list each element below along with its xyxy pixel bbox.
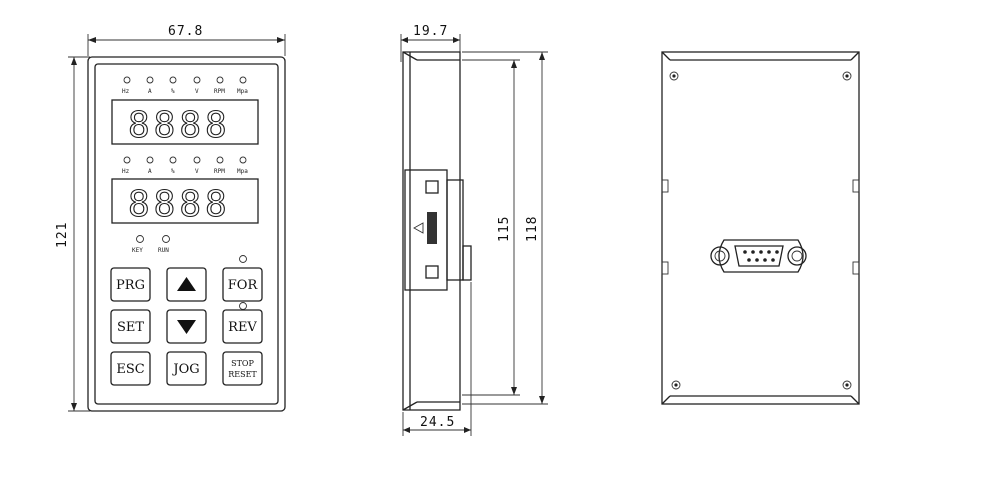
- ind2-pct: %: [171, 168, 175, 175]
- prg-button[interactable]: PRG: [110, 267, 151, 302]
- display-bottom: [111, 178, 259, 224]
- rear-screw-tr: [842, 71, 852, 81]
- display-bottom-digits: 8888: [128, 184, 231, 225]
- esc-button[interactable]: ESC: [110, 351, 151, 386]
- key-led-label: KEY: [132, 247, 143, 254]
- arrow-left: [88, 37, 96, 43]
- ind2-rpm: RPM: [214, 168, 225, 175]
- down-button[interactable]: [166, 309, 207, 344]
- set-label: SET: [117, 320, 144, 335]
- ind1-pct: %: [171, 88, 175, 95]
- front-view: 67.8 121 Hz A % V RPM Mpa 8888: [55, 24, 286, 412]
- up-button[interactable]: [166, 267, 207, 302]
- jog-button[interactable]: JOG: [166, 351, 207, 386]
- side-connector: [427, 212, 437, 244]
- stop-label: STOP: [231, 359, 254, 368]
- set-button[interactable]: SET: [110, 309, 151, 344]
- for-led: [239, 255, 247, 263]
- up-arrow-icon: [177, 277, 196, 291]
- side-body: [402, 51, 461, 411]
- front-height-label: 121: [55, 222, 70, 248]
- ind2-hz: Hz: [122, 168, 130, 175]
- run-led: [162, 235, 170, 243]
- clip-square-top: [425, 180, 439, 194]
- rear-screw-bl: [671, 380, 681, 390]
- run-led-label: RUN: [158, 247, 169, 254]
- for-button[interactable]: FOR: [222, 267, 263, 302]
- arrow-down: [71, 403, 77, 411]
- rev-button[interactable]: REV: [222, 309, 263, 344]
- ind1-mpa: Mpa: [237, 88, 248, 95]
- arrow-right: [277, 37, 285, 43]
- ind1-a: A: [148, 88, 152, 95]
- arrow-up: [71, 57, 77, 65]
- ind2-v: V: [195, 168, 199, 175]
- rev-label: REV: [228, 320, 257, 335]
- side-inner-dim-label: 115: [497, 216, 512, 242]
- key-led: [136, 235, 144, 243]
- side-arrow-icon: [413, 222, 424, 234]
- front-width-label: 67.8: [168, 24, 203, 39]
- ind2-a: A: [148, 168, 152, 175]
- stop-reset-button[interactable]: STOP RESET: [222, 351, 263, 386]
- front-outer-frame: [87, 56, 286, 412]
- prg-label: PRG: [116, 278, 145, 293]
- jog-label: JOG: [171, 362, 199, 377]
- esc-label: ESC: [116, 362, 144, 377]
- db9-connector: [710, 239, 807, 273]
- side-top-dim-label: 19.7: [413, 24, 448, 39]
- ind1-v: V: [195, 88, 199, 95]
- rear-body: [661, 51, 860, 405]
- indicator-row-2: Hz A % V RPM Mpa: [122, 156, 248, 175]
- rear-screw-br: [842, 380, 852, 390]
- side-bottom-dim-label: 24.5: [420, 415, 455, 430]
- reset-label: RESET: [228, 370, 257, 379]
- ind1-hz: Hz: [122, 88, 130, 95]
- indicator-row-1: Hz A % V RPM Mpa: [122, 76, 248, 95]
- side-view: 19.7 115 118 24.5: [400, 24, 548, 436]
- clip-square-bottom: [425, 265, 439, 279]
- down-arrow-icon: [177, 320, 196, 334]
- ind2-mpa: Mpa: [237, 168, 248, 175]
- side-outer-dim-label: 118: [525, 216, 540, 242]
- ind1-rpm: RPM: [214, 88, 225, 95]
- rear-screw-tl: [669, 71, 679, 81]
- front-inner-frame: [94, 63, 279, 405]
- rear-view: [661, 51, 860, 405]
- for-label: FOR: [228, 278, 259, 293]
- rev-led: [239, 302, 247, 310]
- display-top: [111, 99, 259, 145]
- display-top-digits: 8888: [128, 105, 231, 146]
